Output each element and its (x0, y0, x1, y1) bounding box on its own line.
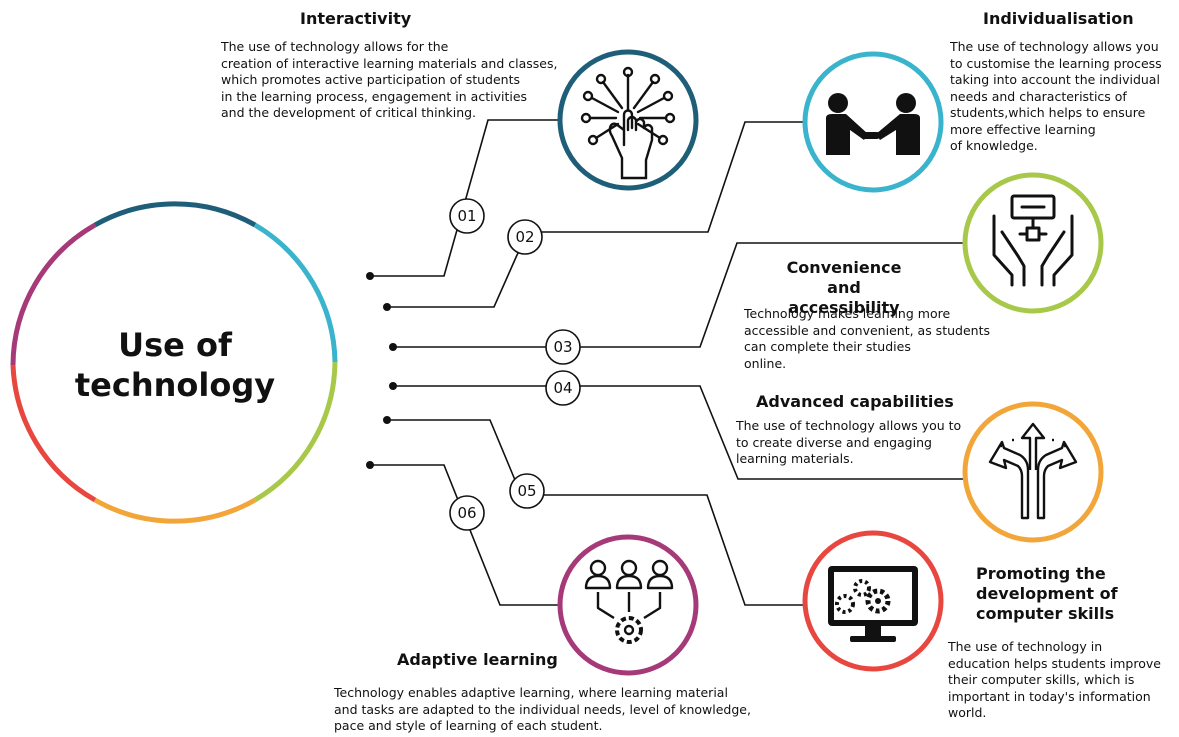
icon-circle-06 (557, 534, 699, 676)
number-badges: 01 02 03 04 05 06 (449, 198, 581, 531)
dot-06 (366, 461, 374, 469)
item-description-interactivity: The use of technology allows for the cre… (221, 39, 558, 120)
ring-arc-1 (93, 201, 257, 228)
hands-holding-network-icon (992, 194, 1074, 287)
icon-circle-05 (802, 530, 944, 672)
connector-dots (366, 272, 397, 469)
badge-06: 06 (449, 495, 485, 531)
badge-number-04: 04 (553, 379, 572, 397)
ring-arc-2 (253, 222, 338, 363)
badge-number-05: 05 (517, 482, 536, 500)
branching-arrows-icon (988, 422, 1078, 520)
touch-network-icon (580, 66, 676, 180)
dot-04 (389, 382, 397, 390)
handshake-icon (826, 93, 920, 155)
item-description-convenience: Technology makes learning more accessibl… (744, 306, 990, 371)
dot-03 (389, 343, 397, 351)
item-description-adaptive-learning: Technology enables adaptive learning, wh… (334, 685, 751, 733)
center-title: Use of technology (74, 326, 276, 404)
item-title-convenience: Convenience and accessibility (786, 258, 902, 317)
badge-04: 04 (545, 370, 581, 406)
badge-number-03: 03 (553, 338, 572, 356)
item-title-computer-skills: Promoting the development of computer sk… (976, 564, 1118, 623)
dot-02 (383, 303, 391, 311)
dot-05 (383, 416, 391, 424)
item-description-computer-skills: The use of technology in education helps… (948, 639, 1161, 720)
connector-01 (370, 119, 560, 277)
icon-circle-04 (962, 401, 1104, 543)
item-description-advanced-capabilities: The use of technology allows you to to c… (736, 418, 962, 466)
users-gear-icon (584, 559, 674, 644)
ring-arc-3 (253, 361, 338, 503)
connector-06 (370, 464, 560, 606)
item-title-interactivity: Interactivity (300, 9, 412, 28)
ring-arc-5 (10, 364, 97, 503)
item-title-adaptive-learning: Adaptive learning (397, 650, 558, 669)
badge-02: 02 (507, 219, 543, 255)
item-description-individualisation: The use of technology allows you to cust… (950, 39, 1162, 153)
badge-03: 03 (545, 329, 581, 365)
badge-01: 01 (449, 198, 485, 234)
badge-number-02: 02 (515, 228, 534, 246)
icon-circle-02 (802, 51, 944, 193)
icon-circle-01 (557, 49, 699, 191)
badge-number-01: 01 (457, 207, 476, 225)
ring-arc-4 (93, 497, 257, 524)
badge-number-06: 06 (457, 504, 476, 522)
item-title-advanced-capabilities: Advanced capabilities (756, 392, 954, 411)
badge-05: 05 (509, 473, 545, 509)
center-ring (10, 201, 338, 524)
icon-circle-03 (962, 172, 1104, 314)
monitor-gears-icon (828, 566, 918, 642)
item-title-individualisation: Individualisation (983, 9, 1134, 28)
ring-arc-6 (10, 222, 97, 366)
dot-01 (366, 272, 374, 280)
